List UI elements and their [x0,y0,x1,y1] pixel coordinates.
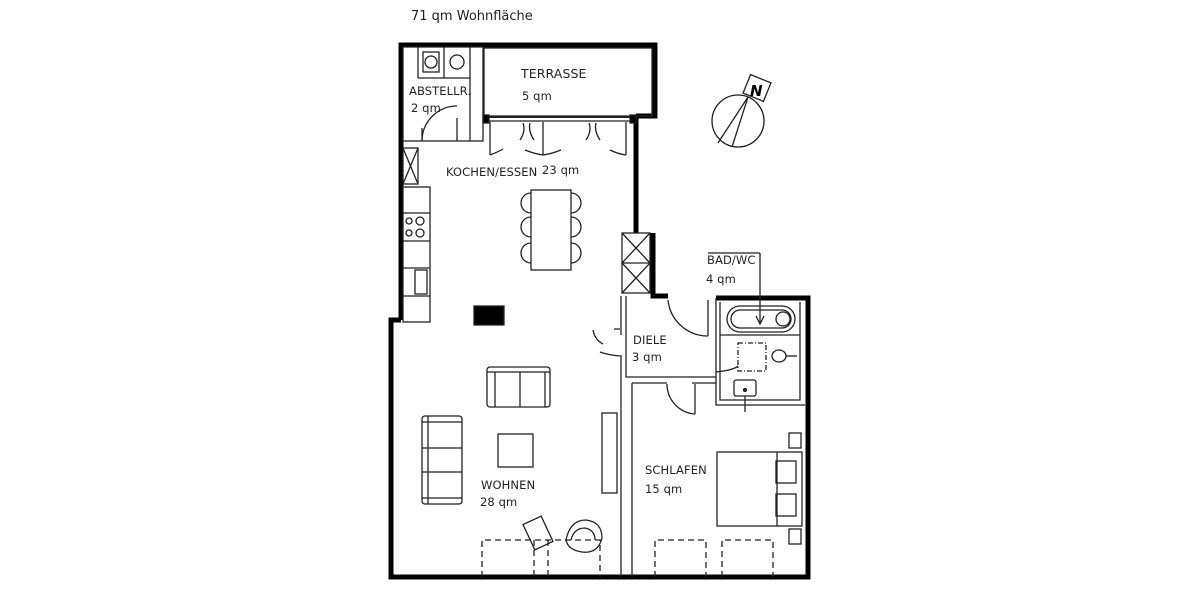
stove-icon [405,217,413,225]
desk-chair-icon [522,515,554,551]
room-label-kochen-essen: KOCHEN/ESSEN [446,165,538,179]
north-label: N [750,82,763,100]
room-label-terrasse: TERRASSE [521,66,587,81]
terrace-doors [482,114,637,156]
tv-board-icon [601,412,618,494]
bathroom [708,252,805,412]
room-label-schlafen: SCHLAFEN [645,463,707,477]
room-area-bad-wc: 4 qm [706,272,736,286]
room-area-schlafen: 15 qm [645,482,683,496]
north-arrow-icon: N [711,73,772,148]
toilet-icon [771,349,787,363]
room-area-kochen-essen: 23 qm [542,163,580,177]
bedroom-furniture [654,432,803,577]
nightstand-icon [788,432,802,449]
shower-area [737,342,767,372]
living-furniture [421,366,618,577]
room-label-abstellraum: ABSTELLR. [409,84,472,98]
room-area-diele: 3 qm [632,350,662,364]
fireplace-icon [473,305,505,326]
dryer-icon [449,54,465,70]
cabinet [621,232,651,294]
hallway [592,296,716,577]
coffee-table-icon [497,433,534,468]
storage-room [402,46,484,142]
room-label-diele: DIELE [633,333,667,347]
exterior-walls [388,42,811,580]
bathtub-icon [726,305,796,333]
kitchen-counter [402,147,431,323]
washing-machine-icon [422,51,440,73]
room-area-abstellraum: 2 qm [411,101,441,115]
couch-icon [421,415,463,505]
sink-icon [414,269,428,295]
swivel-chair-icon [565,519,603,553]
room-area-wohnen: 28 qm [480,495,518,509]
plan-title: 71 qm Wohnfläche [411,9,533,24]
room-label-bad-wc: BAD/WC [707,253,756,267]
dining-set [520,189,582,271]
terrace-outline [483,47,653,117]
room-label-wohnen: WOHNEN [481,478,536,492]
sofa-icon [486,366,551,408]
room-area-terrasse: 5 qm [522,89,552,103]
double-bed-icon [716,451,803,527]
